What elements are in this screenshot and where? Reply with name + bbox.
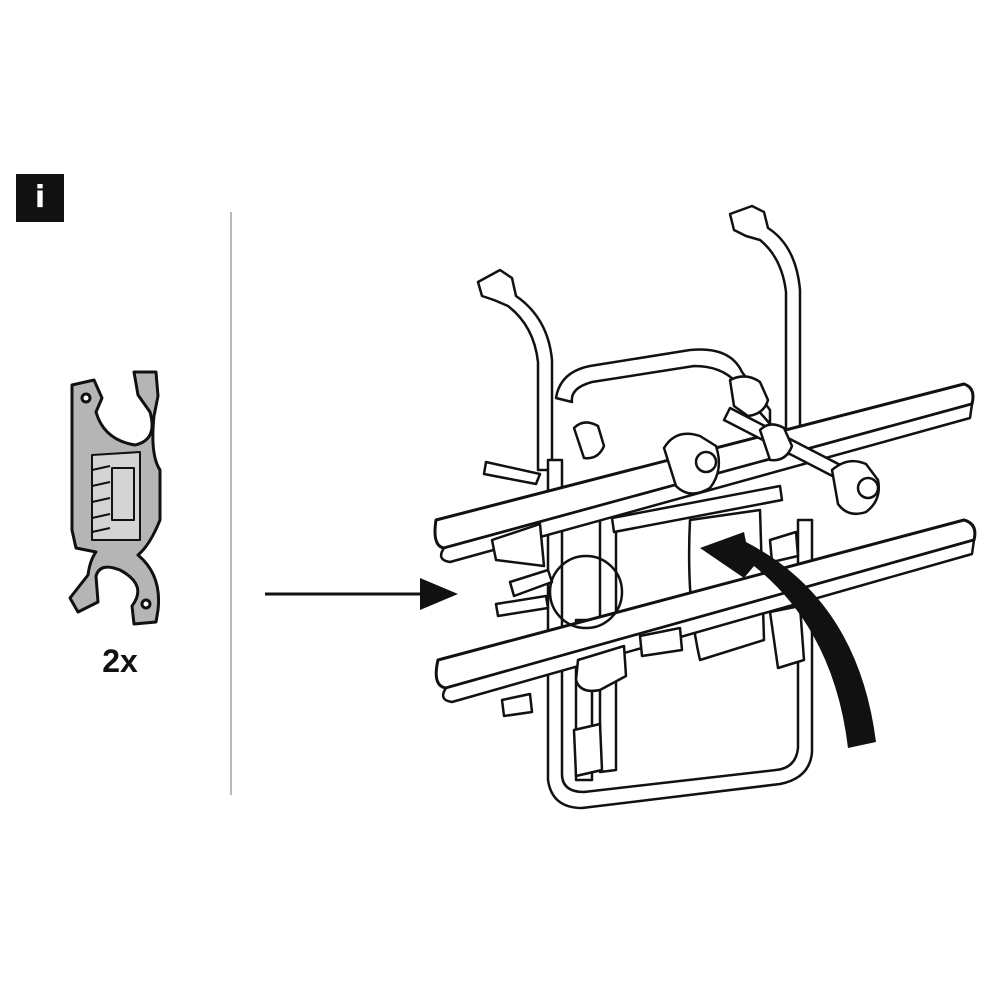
right-arrow-icon [265,578,458,610]
curved-rotate-arrow-icon [700,532,876,748]
divider [230,212,232,795]
bike-carrier-frame-icon [433,204,977,810]
quantity-label: 2x [102,643,138,679]
double-tube-clamp-icon [68,370,162,626]
info-icon: i [16,174,64,222]
